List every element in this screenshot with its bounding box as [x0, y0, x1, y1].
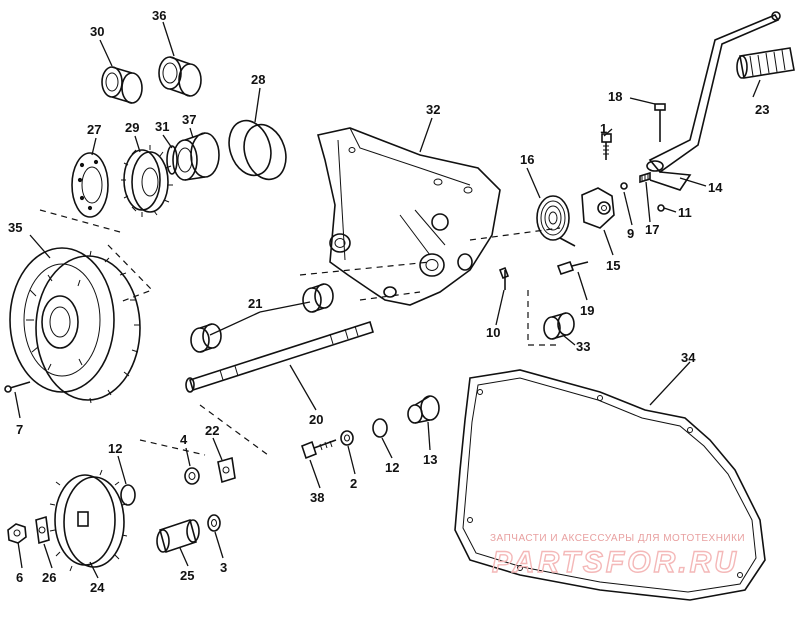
callout-10: 10	[486, 325, 500, 340]
callout-30: 30	[90, 24, 104, 39]
part-9-ball	[620, 182, 628, 190]
callout-20: 20	[309, 412, 323, 427]
part-26-lockwasher	[35, 515, 50, 545]
part-25-bushing	[156, 518, 200, 554]
callout-25: 25	[180, 568, 194, 583]
part-33-bushing	[543, 312, 575, 340]
callout-27: 27	[87, 122, 101, 137]
callout-24: 24	[90, 580, 105, 595]
part-30-bearing	[101, 66, 143, 104]
callout-3: 3	[220, 560, 227, 575]
part-28-snap-ring	[228, 119, 287, 181]
callout-12-right: 12	[385, 460, 399, 475]
watermark: ЗАПЧАСТИ И АКСЕССУАРЫ ДЛЯ МОТОТЕХНИКИ PA…	[490, 533, 745, 580]
callout-28: 28	[251, 72, 265, 87]
part-19-bolt	[556, 260, 589, 276]
callout-4: 4	[180, 432, 188, 447]
part-16-spring	[536, 195, 576, 247]
callout-35: 35	[8, 220, 22, 235]
part-13-fitting	[407, 395, 440, 424]
part-4-washer	[184, 467, 200, 485]
part-12-ring-left	[120, 484, 136, 506]
callout-21: 21	[248, 296, 262, 311]
callout-38: 38	[310, 490, 324, 505]
callout-17: 17	[645, 222, 659, 237]
leader-lines	[14, 21, 761, 579]
part-24-sprocket	[49, 469, 128, 572]
callout-12-left: 12	[108, 441, 122, 456]
callout-33: 33	[576, 339, 590, 354]
part-34-gasket	[454, 369, 766, 601]
callout-18: 18	[608, 89, 622, 104]
watermark-tagline: ЗАПЧАСТИ И АКСЕССУАРЫ ДЛЯ МОТОТЕХНИКИ	[490, 533, 745, 544]
part-37-hub	[166, 132, 220, 181]
callout-26: 26	[42, 570, 56, 585]
part-14-kick-lever	[646, 11, 781, 191]
part-10-fitting	[498, 266, 510, 290]
callout-11: 11	[678, 205, 692, 220]
callout-6: 6	[16, 570, 23, 585]
callout-19: 19	[580, 303, 594, 318]
part-21-bushings	[190, 283, 334, 353]
callout-32: 32	[426, 102, 440, 117]
callout-1: 1	[600, 121, 607, 136]
part-38-bolt	[301, 439, 337, 460]
part-15-bracket	[581, 187, 615, 229]
part-6-nut	[7, 523, 27, 544]
part-11-nut	[657, 204, 665, 212]
part-7-screw	[4, 381, 31, 393]
part-1-bolt	[601, 133, 612, 160]
part-18-pin	[654, 103, 666, 142]
part-32-case-cover	[317, 127, 501, 306]
callout-15: 15	[606, 258, 620, 273]
callout-13: 13	[423, 452, 437, 467]
part-36-bushing	[158, 56, 202, 97]
watermark-brand: PARTSFOR.RU	[492, 546, 739, 579]
assembly-guide-lines	[39, 209, 561, 456]
part-2-washer	[340, 430, 354, 446]
part-17-spring	[639, 171, 651, 184]
callout-31: 31	[155, 119, 169, 134]
part-29-sprocket	[121, 145, 173, 217]
part-35-clutch-drum	[9, 247, 141, 404]
part-3-washer	[207, 514, 221, 532]
callout-14: 14	[708, 180, 723, 195]
callout-9: 9	[627, 226, 634, 241]
callout-29: 29	[125, 120, 139, 135]
callout-36: 36	[152, 8, 166, 23]
callout-23: 23	[755, 102, 769, 117]
part-22-lock-tab	[217, 456, 236, 484]
callout-34: 34	[681, 350, 696, 365]
part-12-ring-right	[372, 418, 388, 438]
callout-2: 2	[350, 476, 357, 491]
callout-7: 7	[16, 422, 23, 437]
part-23-rubber-pedal	[736, 47, 795, 79]
callout-22: 22	[205, 423, 219, 438]
part-27-plate	[71, 152, 109, 218]
callout-37: 37	[182, 112, 196, 127]
part-20-shaft	[185, 320, 374, 393]
callout-labels: 30 36 28 27 29 31 37 35 32 16 1 18 23 14…	[8, 8, 769, 595]
callout-16: 16	[520, 152, 534, 167]
